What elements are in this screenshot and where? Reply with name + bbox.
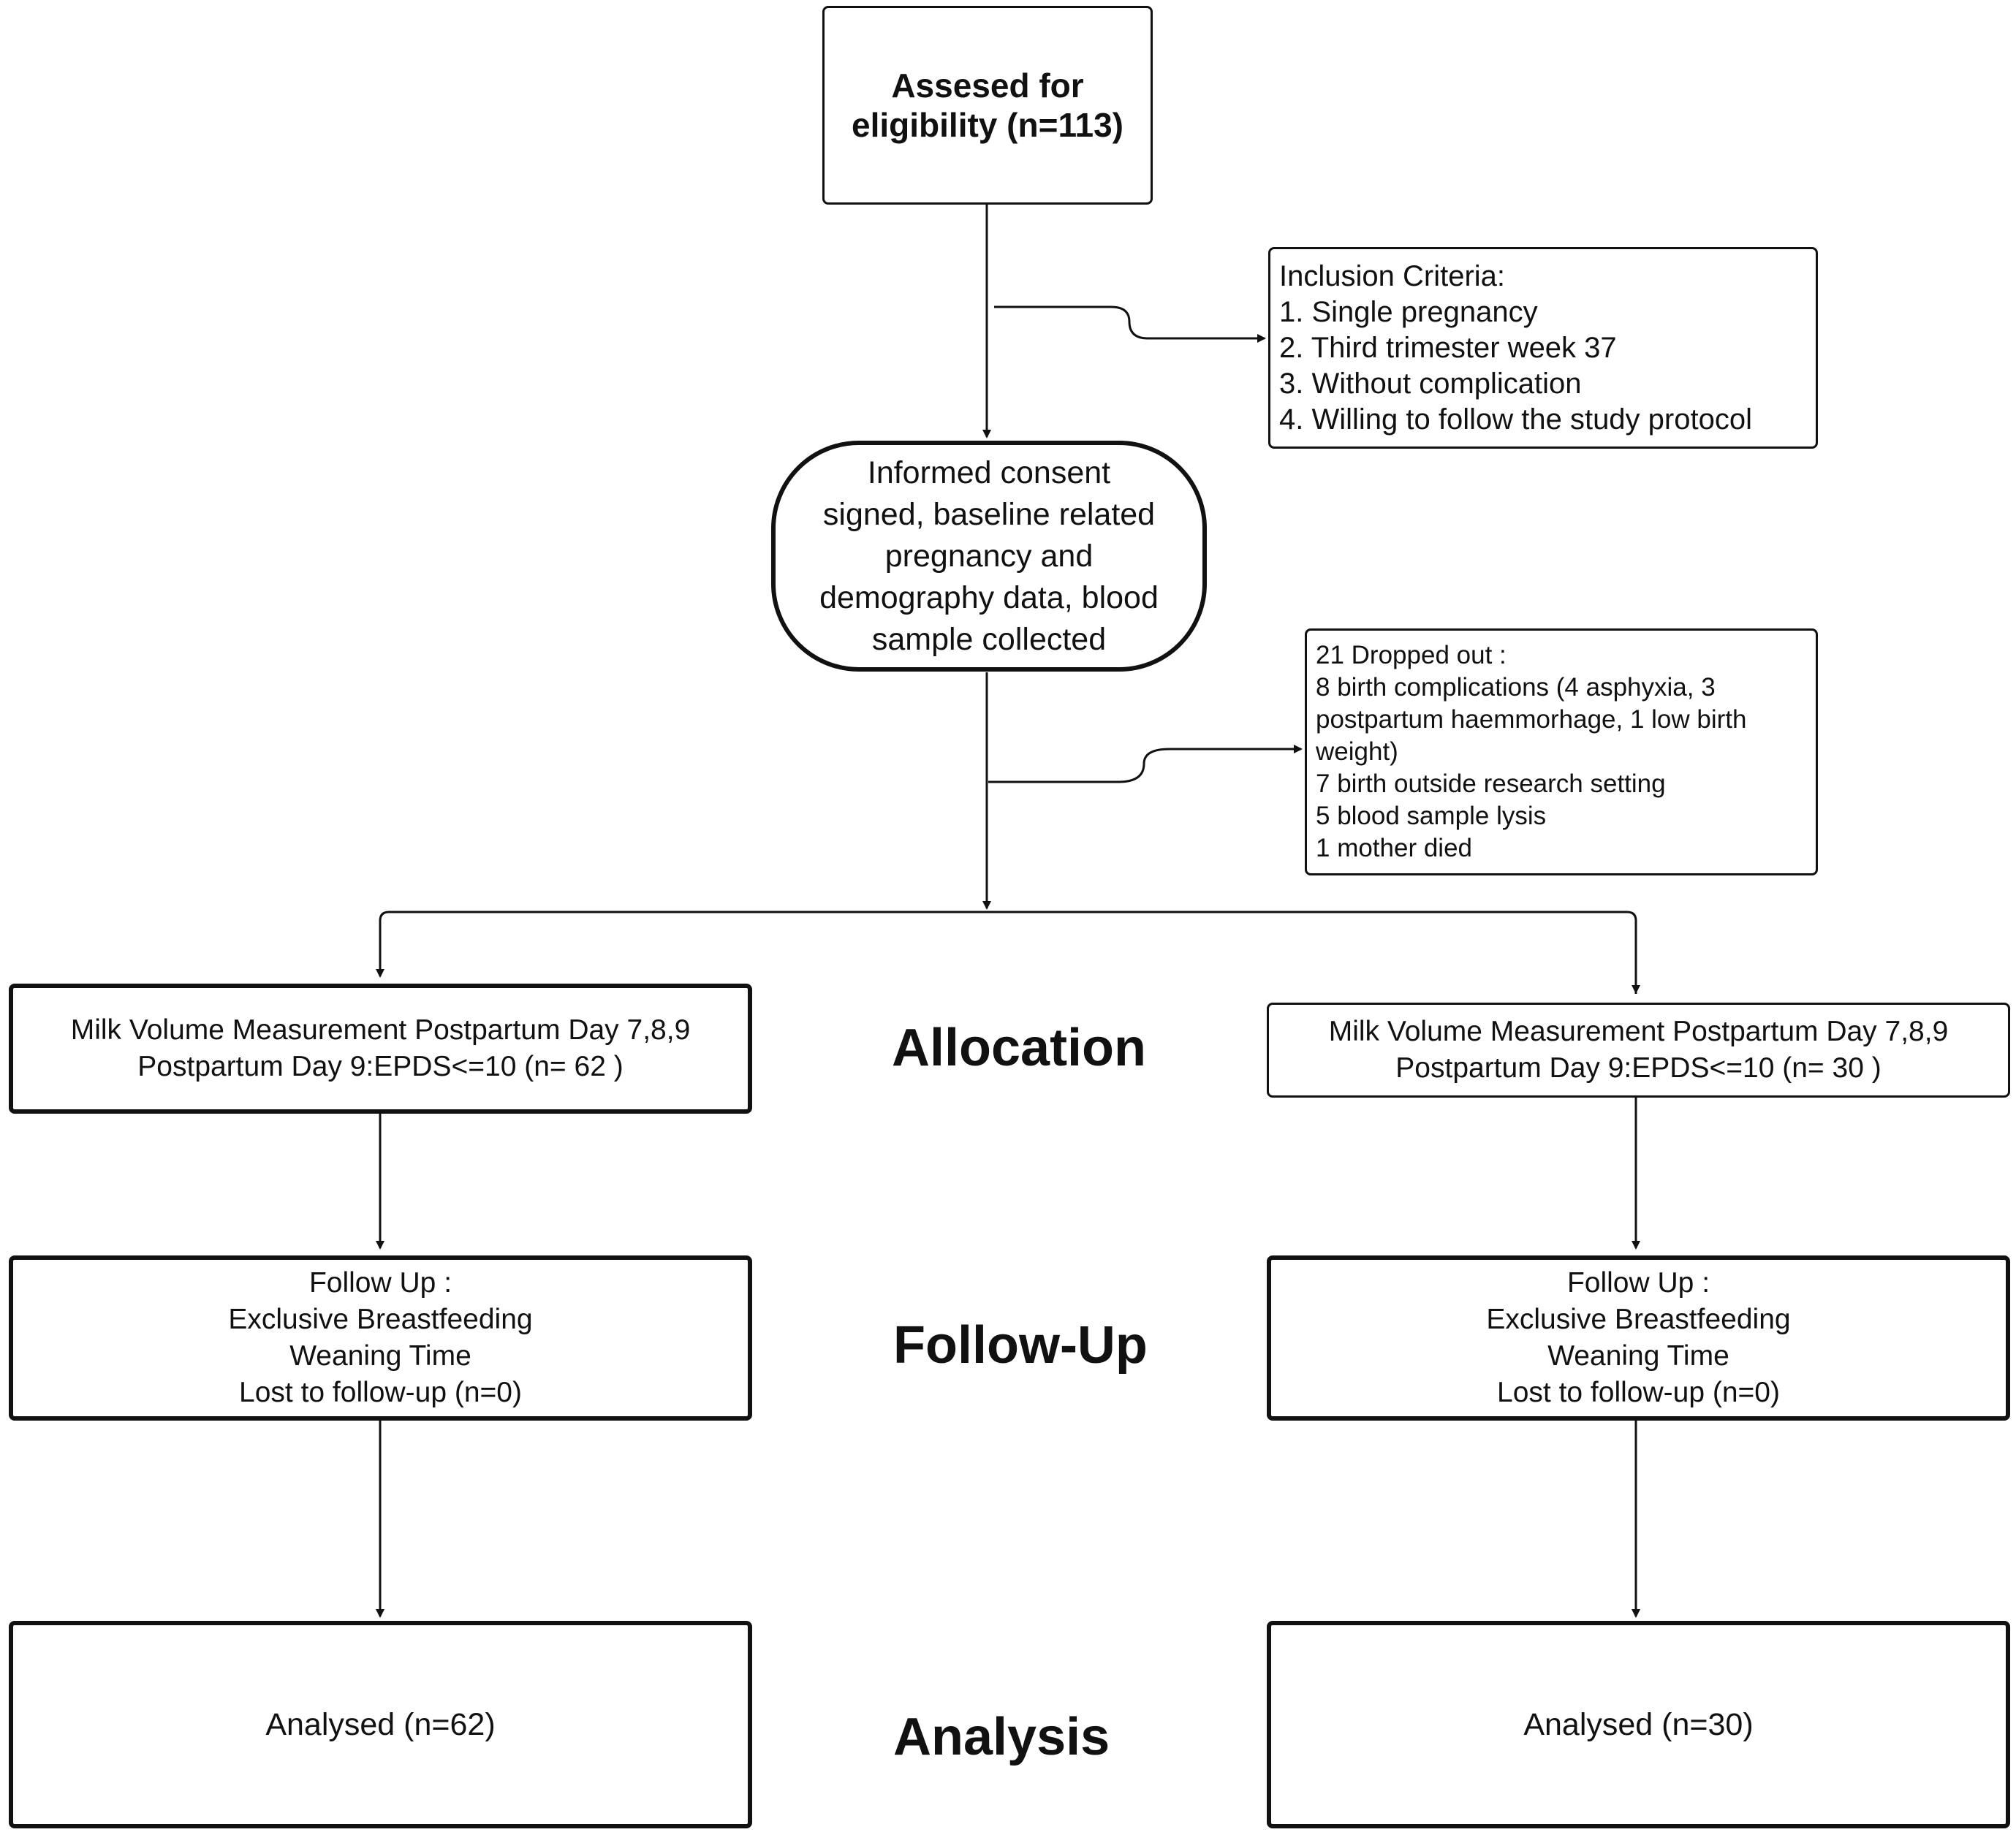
dropout-line-4: 7 birth outside research setting [1316, 770, 1666, 798]
inclusion-item-1: 1. Single pregnancy [1279, 295, 1538, 328]
right-followup-box: Follow Up : Exclusive Breastfeeding Wean… [1267, 1255, 2010, 1421]
left-analysis-box: Analysed (n=62) [9, 1621, 752, 1828]
inclusion-item-2: 2. Third trimester week 37 [1279, 331, 1617, 364]
right-followup-line-3: Weaning Time [1547, 1340, 1729, 1372]
left-followup-line-4: Lost to follow-up (n=0) [239, 1377, 522, 1408]
consent-node: Informed consent signed, baseline relate… [771, 441, 1207, 672]
split-line [379, 911, 1637, 994]
dropout-line-3: weight) [1316, 737, 1398, 766]
eligibility-line-2: eligibility (n=113) [852, 106, 1123, 144]
left-analysis-text: Analysed (n=62) [265, 1706, 496, 1742]
consent-line-2: signed, baseline related [822, 496, 1156, 532]
dropout-line-1: 8 birth complications (4 asphyxia, 3 [1316, 673, 1716, 702]
dropout-line-6: 1 mother died [1316, 834, 1473, 862]
phase-label-allocation: Allocation [892, 1019, 1147, 1077]
consent-line-3: pregnancy and [884, 538, 1094, 574]
arrow-to-inclusion [994, 305, 1266, 343]
right-allocation-line-1: Milk Volume Measurement Postpartum Day 7… [1328, 1016, 1949, 1047]
right-analysis-text: Analysed (n=30) [1523, 1706, 1754, 1742]
inclusion-item-4: 4. Willing to follow the study protocol [1279, 403, 1752, 436]
right-allocation-box: Milk Volume Measurement Postpartum Day 7… [1267, 1003, 2010, 1098]
left-allocation-line-1: Milk Volume Measurement Postpartum Day 7… [70, 1014, 691, 1046]
consent-line-1: Informed consent [867, 455, 1111, 490]
consent-line-5: sample collected [871, 621, 1107, 657]
left-allocation-box: Milk Volume Measurement Postpartum Day 7… [9, 984, 752, 1114]
inclusion-item-3: 3. Without complication [1279, 367, 1582, 400]
left-followup-line-1: Follow Up : [308, 1267, 452, 1299]
inclusion-title: Inclusion Criteria: [1279, 259, 1506, 292]
phase-label-analysis: Analysis [893, 1708, 1110, 1766]
right-followup-line-4: Lost to follow-up (n=0) [1497, 1377, 1780, 1408]
dropout-title: 21 Dropped out : [1316, 641, 1507, 669]
consent-line-4: demography data, blood [819, 580, 1159, 615]
right-followup-line-1: Follow Up : [1566, 1267, 1710, 1299]
inclusion-criteria-box: Inclusion Criteria: 1. Single pregnancy … [1268, 247, 1818, 449]
left-followup-line-2: Exclusive Breastfeeding [228, 1304, 533, 1335]
left-followup-line-3: Weaning Time [289, 1340, 471, 1372]
right-analysis-box: Analysed (n=30) [1267, 1621, 2010, 1828]
eligibility-line-1: Assesed for [891, 66, 1084, 104]
dropout-line-5: 5 blood sample lysis [1316, 802, 1547, 830]
dropout-line-2: postpartum haemmorhage, 1 low birth [1316, 705, 1747, 734]
right-allocation-line-2: Postpartum Day 9:EPDS<=10 (n= 30 ) [1395, 1052, 1882, 1084]
left-followup-box: Follow Up : Exclusive Breastfeeding Wean… [9, 1255, 752, 1421]
eligibility-box: Assesed for eligibility (n=113) [822, 6, 1153, 205]
dropout-box: 21 Dropped out : 8 birth complications (… [1305, 628, 1818, 875]
phase-label-followup: Follow-Up [893, 1316, 1148, 1375]
left-allocation-line-2: Postpartum Day 9:EPDS<=10 (n= 62 ) [137, 1051, 624, 1082]
arrow-to-dropout [988, 745, 1303, 783]
right-followup-line-2: Exclusive Breastfeeding [1486, 1304, 1791, 1335]
